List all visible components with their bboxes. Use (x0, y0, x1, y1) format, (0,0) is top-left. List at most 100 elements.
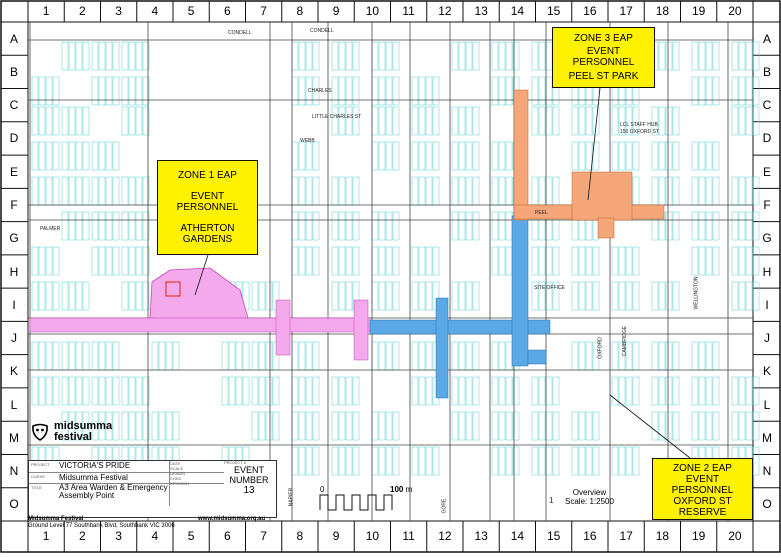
lot-outline (472, 211, 480, 241)
zone1-area[interactable] (29, 267, 371, 361)
lot-outline (385, 411, 393, 441)
lot-outline (158, 411, 166, 441)
lot-outline (165, 411, 173, 441)
lot-outline (665, 211, 673, 241)
lot-outline (128, 211, 136, 241)
zone2-leader (609, 394, 691, 459)
lot-outline (672, 41, 680, 71)
lot-outline (305, 411, 313, 441)
lot-outline (531, 246, 539, 276)
lot-outline (552, 411, 560, 441)
lot-outline (745, 376, 753, 406)
lot-outline (105, 211, 113, 241)
lot-outline (425, 76, 433, 106)
lot-outline (418, 246, 426, 276)
lot-outline (472, 41, 480, 71)
lot-outline (312, 411, 320, 441)
event-number-label: EVENT NUMBER (229, 465, 269, 485)
lot-outline (512, 41, 520, 71)
lot-outline (75, 411, 83, 441)
lot-outline (491, 41, 499, 71)
lot-outline (491, 446, 499, 476)
lot-outline (82, 411, 90, 441)
lot-outline (745, 246, 753, 276)
street-label-peel: PEEL (535, 210, 548, 216)
lot-outline (38, 281, 46, 311)
grid-row-label: O (9, 497, 19, 512)
street-label-gore: GORE (441, 498, 448, 514)
lot-outline (112, 246, 120, 276)
lot-outline (491, 246, 499, 276)
grid-col-label: 5 (187, 529, 195, 543)
lot-outline (451, 211, 459, 241)
lot-outline (338, 281, 346, 311)
lot-outline (52, 246, 60, 276)
lot-outline (465, 211, 473, 241)
lot-outline (625, 106, 633, 136)
lot-outline (418, 141, 426, 171)
grid-col-label: 1 (42, 529, 50, 543)
street-label-little-charles: LITTLE CHARLES ST (312, 114, 362, 120)
grid-row-label: F (763, 197, 771, 212)
lot-outline (632, 246, 640, 276)
grid-row-label: J (764, 331, 770, 346)
lot-outline (472, 281, 480, 311)
lot-outline (312, 211, 320, 241)
lot-outline (91, 376, 99, 406)
zone3-area[interactable] (513, 89, 665, 239)
lot-outline (45, 246, 53, 276)
lot-outline (411, 376, 419, 406)
lot-outline (458, 106, 466, 136)
grid-row-label: H (9, 264, 19, 279)
grid-row-label: I (12, 297, 16, 312)
lot-outline (658, 106, 666, 136)
grid-col-label: 4 (151, 4, 159, 18)
lot-outline (705, 76, 713, 106)
lot-outline (505, 141, 513, 171)
scale-label: SCALE (170, 466, 184, 471)
lot-outline (458, 281, 466, 311)
lot-outline (378, 411, 386, 441)
lot-outline (352, 106, 360, 136)
scale-zero: 0 (320, 485, 325, 494)
lot-outline (698, 376, 706, 406)
lot-outline (331, 76, 339, 106)
lot-outline (658, 411, 666, 441)
checked-label: CHKD (170, 476, 182, 481)
lot-outline (491, 76, 499, 106)
lot-outline (451, 106, 459, 136)
grid-col-label: 2 (79, 529, 86, 543)
lot-outline (698, 141, 706, 171)
lot-outline (411, 141, 419, 171)
lot-outline (312, 246, 320, 276)
grid-row-label: F (10, 197, 18, 212)
lot-outline (331, 246, 339, 276)
lot-outline (498, 141, 506, 171)
lot-outline (251, 281, 259, 311)
lot-outline (745, 41, 753, 71)
lot-outline (52, 76, 60, 106)
lot-outline (658, 41, 666, 71)
lot-outline (91, 76, 99, 106)
lot-outline (112, 211, 120, 241)
lot-outline (112, 411, 120, 441)
lot-outline (378, 76, 386, 106)
lot-outline (451, 411, 459, 441)
lot-outline (61, 41, 69, 71)
lot-outline (338, 106, 346, 136)
lot-outline (345, 411, 353, 441)
lot-outline (345, 41, 353, 71)
lot-outline (378, 281, 386, 311)
grid-row-label: H (762, 264, 772, 279)
zone2-area[interactable] (369, 215, 551, 399)
zone3-personnel: EVENT PERSONNEL (572, 46, 635, 69)
lot-outline (352, 446, 360, 476)
lot-outline (731, 76, 739, 106)
street-label-wellington: WELLINGTON (693, 276, 700, 310)
lot-outline (121, 76, 129, 106)
lot-outline (738, 281, 746, 311)
lot-outline (712, 41, 720, 71)
lot-outline (68, 41, 76, 71)
lot-outline (82, 376, 90, 406)
lot-outline (698, 76, 706, 106)
